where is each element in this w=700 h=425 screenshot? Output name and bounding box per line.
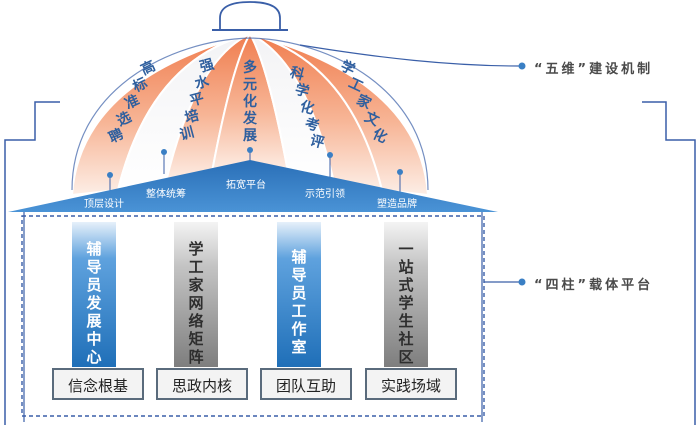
rib-label-char: 化: [298, 98, 316, 118]
rib-label-char: 化: [243, 93, 257, 110]
rib-label-char: 高: [138, 57, 158, 78]
rib-connector-dot: [161, 149, 167, 155]
building-outline: [4, 101, 696, 425]
rib-label-char: 多: [243, 59, 257, 76]
rib-label-char: 强: [198, 57, 216, 76]
frame: [23, 212, 483, 422]
rib-label-char: 平: [188, 91, 206, 110]
rib-connector-dot: [397, 169, 403, 175]
pillar-1-text: 辅导员发展中心: [86, 240, 102, 366]
rib-connector-dot: [107, 172, 113, 178]
rib-label-char: 化: [370, 125, 390, 146]
pillar-2: [174, 222, 218, 367]
dome: [70, 31, 430, 197]
rib-label-char: 选: [114, 108, 134, 129]
rib-label-char: 聘: [106, 125, 126, 146]
leader-line-top: [299, 44, 521, 67]
pillar-4: [384, 222, 428, 367]
roof-label-4: 示范引领: [305, 189, 345, 200]
roof: [8, 160, 498, 212]
label-four-pillars: “四柱”载体平台: [534, 278, 654, 293]
rib-connector-dot: [247, 147, 253, 153]
pillar-3-base: 团队互助: [260, 368, 352, 400]
rib-label-char: 标: [129, 74, 150, 96]
leader-dot-top: [518, 62, 526, 70]
pillar-4-text: 一站式学生社区: [398, 240, 414, 366]
roof-label-2: 整体统筹: [146, 189, 186, 200]
roof-label-1: 顶层设计: [84, 199, 124, 210]
rib-label-char: 学: [293, 81, 311, 101]
pillar-4-base: 实践场域: [365, 368, 457, 400]
rib-label-char: 准: [122, 91, 142, 112]
rib-label-char: 训: [178, 125, 196, 144]
rib-label-char: 评: [308, 133, 326, 152]
pillar-2-base: 思政内核: [156, 368, 248, 400]
roof-label-5: 塑造品牌: [377, 199, 417, 210]
pillar-container: [21, 215, 485, 417]
pillar-1: [72, 222, 116, 367]
label-five-dimensions: “五维”建设机制: [534, 62, 654, 77]
pillar-1-base: 信念根基: [52, 368, 144, 400]
rib-connector-dot: [327, 152, 333, 158]
rib-label-char: 科: [288, 64, 306, 84]
rib-label-char: 考: [303, 115, 321, 135]
rib-label-char: 培: [183, 107, 201, 127]
roof-label-3: 拓宽平台: [226, 180, 266, 191]
rib-label-char: 水: [193, 72, 212, 92]
rib-label-char: 展: [243, 128, 257, 144]
rib-label-char: 元: [243, 77, 257, 93]
rib-connectors: [107, 147, 403, 197]
rib-label-char: 学: [338, 57, 358, 78]
pillar-3-text: 辅导员工作室: [291, 248, 307, 356]
pillar-3: [277, 222, 321, 367]
leader-dot-bottom: [518, 278, 526, 286]
dome-cap: [219, 1, 281, 30]
dome-outline: [71, 37, 429, 191]
rib-label-char: 发: [242, 110, 258, 127]
pillar-2-text: 学工家网络矩阵: [188, 240, 204, 366]
rib-label-char: 工: [346, 75, 365, 95]
dome-sector: [249, 33, 430, 197]
